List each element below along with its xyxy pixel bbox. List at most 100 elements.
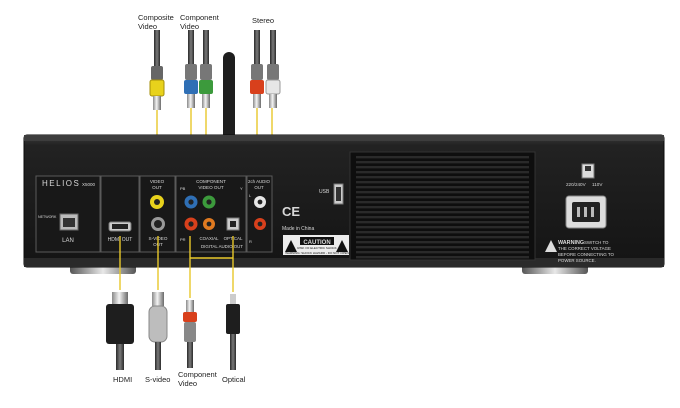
component-bottom-cable	[187, 342, 193, 368]
component-plug-green	[199, 80, 213, 94]
heatsink-fins	[356, 156, 529, 259]
svideo-plug-tip	[152, 292, 164, 306]
label-component-top-2: Video	[180, 22, 199, 31]
digital-audio-out-label: DIGITAL AUDIO OUT	[201, 244, 243, 249]
heatsink-fin	[356, 166, 529, 169]
component-plug-boot-2	[200, 64, 212, 80]
heatsink-fin	[356, 176, 529, 179]
heatsink-fin	[356, 181, 529, 184]
audio-out-label-1: 2ch AUDIO	[248, 179, 271, 184]
heatsink-fin	[356, 241, 529, 244]
component-plug-tip-1	[187, 94, 195, 108]
caution-warning-line: WARNING: SHOCK HAZARD - DO NOT OPEN	[285, 251, 349, 255]
pr-mark: PR	[180, 237, 186, 242]
heatsink-fin	[356, 256, 529, 259]
label-stereo: Stereo	[252, 16, 274, 25]
warning-text-4: POWER SOURCE.	[558, 258, 596, 263]
top-labels: Composite Video Component Video Stereo	[138, 13, 274, 31]
composite-plug-tip	[153, 96, 161, 110]
warning-text-2: THE CORRECT VOLTAGE	[558, 246, 611, 251]
r-mark: R	[249, 239, 252, 244]
heatsink-fin	[356, 216, 529, 219]
chassis-bottom-lip	[24, 258, 664, 267]
svideo-cable	[155, 342, 161, 370]
component-plug-tip-2	[202, 94, 210, 108]
stereo-cable-2	[270, 30, 276, 66]
panel-connectors: CAUTION RISK OF ELECTRIC SHOCK WARNING: …	[59, 163, 607, 255]
video-out-label-1: VIDEO	[150, 179, 165, 184]
component-bottom-plug-red	[183, 312, 197, 322]
component-out-label-1: COMPONENT	[196, 179, 226, 184]
warning-text-3: BEFORE CONNECTING TO	[558, 252, 615, 257]
stereo-plug-boot-2	[267, 64, 279, 80]
voltage-left-label: 220/240V	[566, 182, 587, 187]
label-composite-2: Video	[138, 22, 157, 31]
label-svideo: S-video	[145, 375, 170, 384]
optical-plug-tip	[230, 294, 236, 304]
voltage-right-label: 110V	[592, 182, 603, 187]
warning-triangle-icon-right	[336, 240, 348, 252]
network-label: NETWORK	[38, 215, 57, 219]
component-out-label-2: VIDEO OUT	[198, 185, 223, 190]
stereo-plug-white	[265, 79, 281, 95]
hdmi-cable	[116, 344, 124, 370]
chassis-top-edge	[24, 135, 664, 141]
panel-audio	[246, 175, 273, 253]
heatsink-fin	[356, 156, 529, 159]
usb-label: USB	[319, 189, 330, 195]
caution-subtitle: RISK OF ELECTRIC SHOCK	[297, 246, 336, 250]
coaxial-label: COAXIAL	[199, 236, 219, 241]
made-in-label: Made in China	[282, 226, 314, 232]
component-cable-1	[188, 30, 194, 66]
video-out-label-2: OUT	[152, 185, 162, 190]
heatsink-fin	[356, 196, 529, 199]
heatsink-fin	[356, 211, 529, 214]
model-label: X5000	[82, 182, 96, 187]
composite-plug-yellow	[149, 79, 165, 97]
heatsink-fin	[356, 246, 529, 249]
component-bottom-plug-boot	[184, 322, 196, 342]
heatsink-fin	[356, 161, 529, 164]
warning-title: WARNING	[558, 240, 584, 246]
heatsink-fin	[356, 231, 529, 234]
label-component-top-1: Component	[180, 13, 220, 22]
label-component-bottom-2: Video	[178, 379, 197, 388]
bottom-cables	[106, 292, 240, 370]
composite-plug-boot	[151, 66, 163, 80]
l-mark: L	[249, 193, 252, 198]
heatsink-fin	[356, 251, 529, 254]
heatsink-fin	[356, 191, 529, 194]
stereo-cable-1	[254, 30, 260, 66]
stereo-plug-tip-1	[253, 94, 261, 108]
hdmi-plug-tip	[112, 292, 128, 304]
label-optical: Optical	[222, 375, 246, 384]
heatsink-fin	[356, 186, 529, 189]
brand-logo: HELIOS	[42, 179, 80, 188]
component-plug-blue	[184, 80, 198, 94]
top-cables	[149, 30, 281, 188]
stereo-plug-tip-2	[269, 94, 277, 108]
lan-label: LAN	[62, 238, 74, 244]
composite-cable	[154, 30, 160, 68]
heatsink-fin	[356, 226, 529, 229]
panel-labels: HELIOS X5000 NETWORK LAN HDMI OUT VIDEO …	[38, 179, 615, 263]
heatsink-fin	[356, 201, 529, 204]
label-hdmi: HDMI	[113, 375, 132, 384]
bottom-labels: HDMI S-video Component Video Optical	[113, 370, 246, 388]
panel-component	[175, 175, 247, 253]
pb-mark: PB	[180, 186, 186, 191]
stereo-plug-red	[250, 80, 264, 94]
label-composite-1: Composite	[138, 13, 174, 22]
label-component-bottom-1: Component	[178, 370, 218, 379]
heatsink-fin	[356, 206, 529, 209]
receiver-chassis	[23, 134, 665, 274]
caution-title: CAUTION	[303, 240, 330, 246]
heatsink-fin	[356, 221, 529, 224]
heatsink-fin	[356, 236, 529, 239]
heatsink-fin	[356, 171, 529, 174]
component-plug-boot-1	[185, 64, 197, 80]
bottom-link-lines	[119, 236, 234, 298]
warning-triangle-icon	[285, 240, 297, 252]
